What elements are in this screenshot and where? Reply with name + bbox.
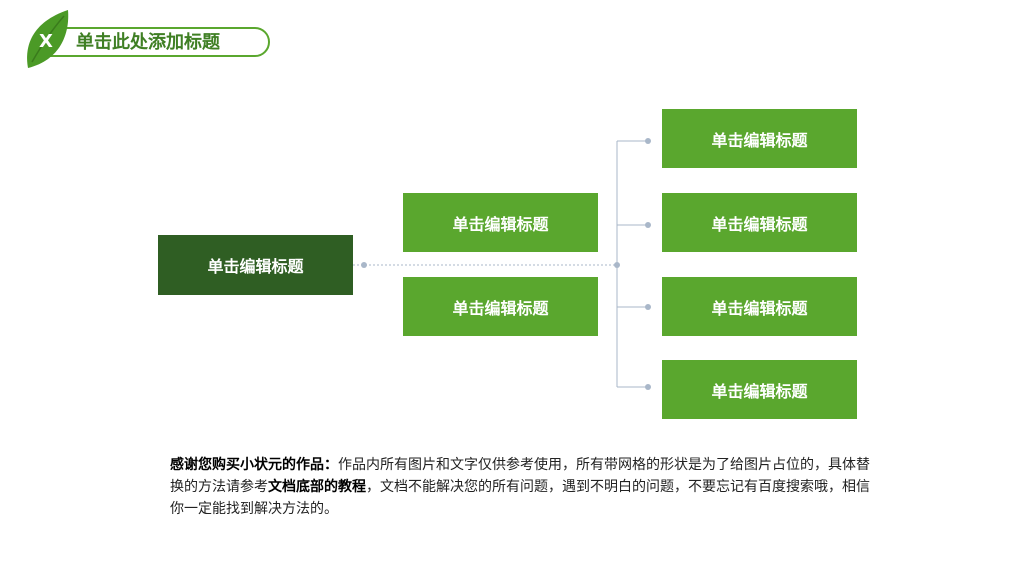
footnote-part2: ，文档不能解决您的所有问题，遇到不明白的问题，不要忘记有百度搜索哦，相信你一定能… <box>170 479 870 517</box>
page-title[interactable]: 单击此处添加标题 <box>76 32 220 53</box>
middle-box-2[interactable]: 单击编辑标题 <box>403 277 598 336</box>
footnote-text: 感谢您购买小状元的作品：作品内所有图片和文字仅供参考使用，所有带网格的形状是为了… <box>170 454 870 520</box>
badge-letter: X <box>39 31 53 52</box>
footnote-emphasis: 文档底部的教程 <box>268 479 366 495</box>
leaf-box-4[interactable]: 单击编辑标题 <box>662 360 857 419</box>
footnote-part1: 作品内所有图片和文字仅供参考使用，所有带网格的形状是为了给图片占位的，具体替换的… <box>170 457 870 495</box>
footnote-lead: 感谢您购买小状元的作品： <box>170 457 338 473</box>
leaf-box-3[interactable]: 单击编辑标题 <box>662 277 857 336</box>
root-box[interactable]: 单击编辑标题 <box>158 235 353 295</box>
title-pill <box>32 27 270 57</box>
leaf-box-2[interactable]: 单击编辑标题 <box>662 193 857 252</box>
leaf-icon <box>27 10 69 68</box>
leaf-box-1[interactable]: 单击编辑标题 <box>662 109 857 168</box>
middle-box-1[interactable]: 单击编辑标题 <box>403 193 598 252</box>
